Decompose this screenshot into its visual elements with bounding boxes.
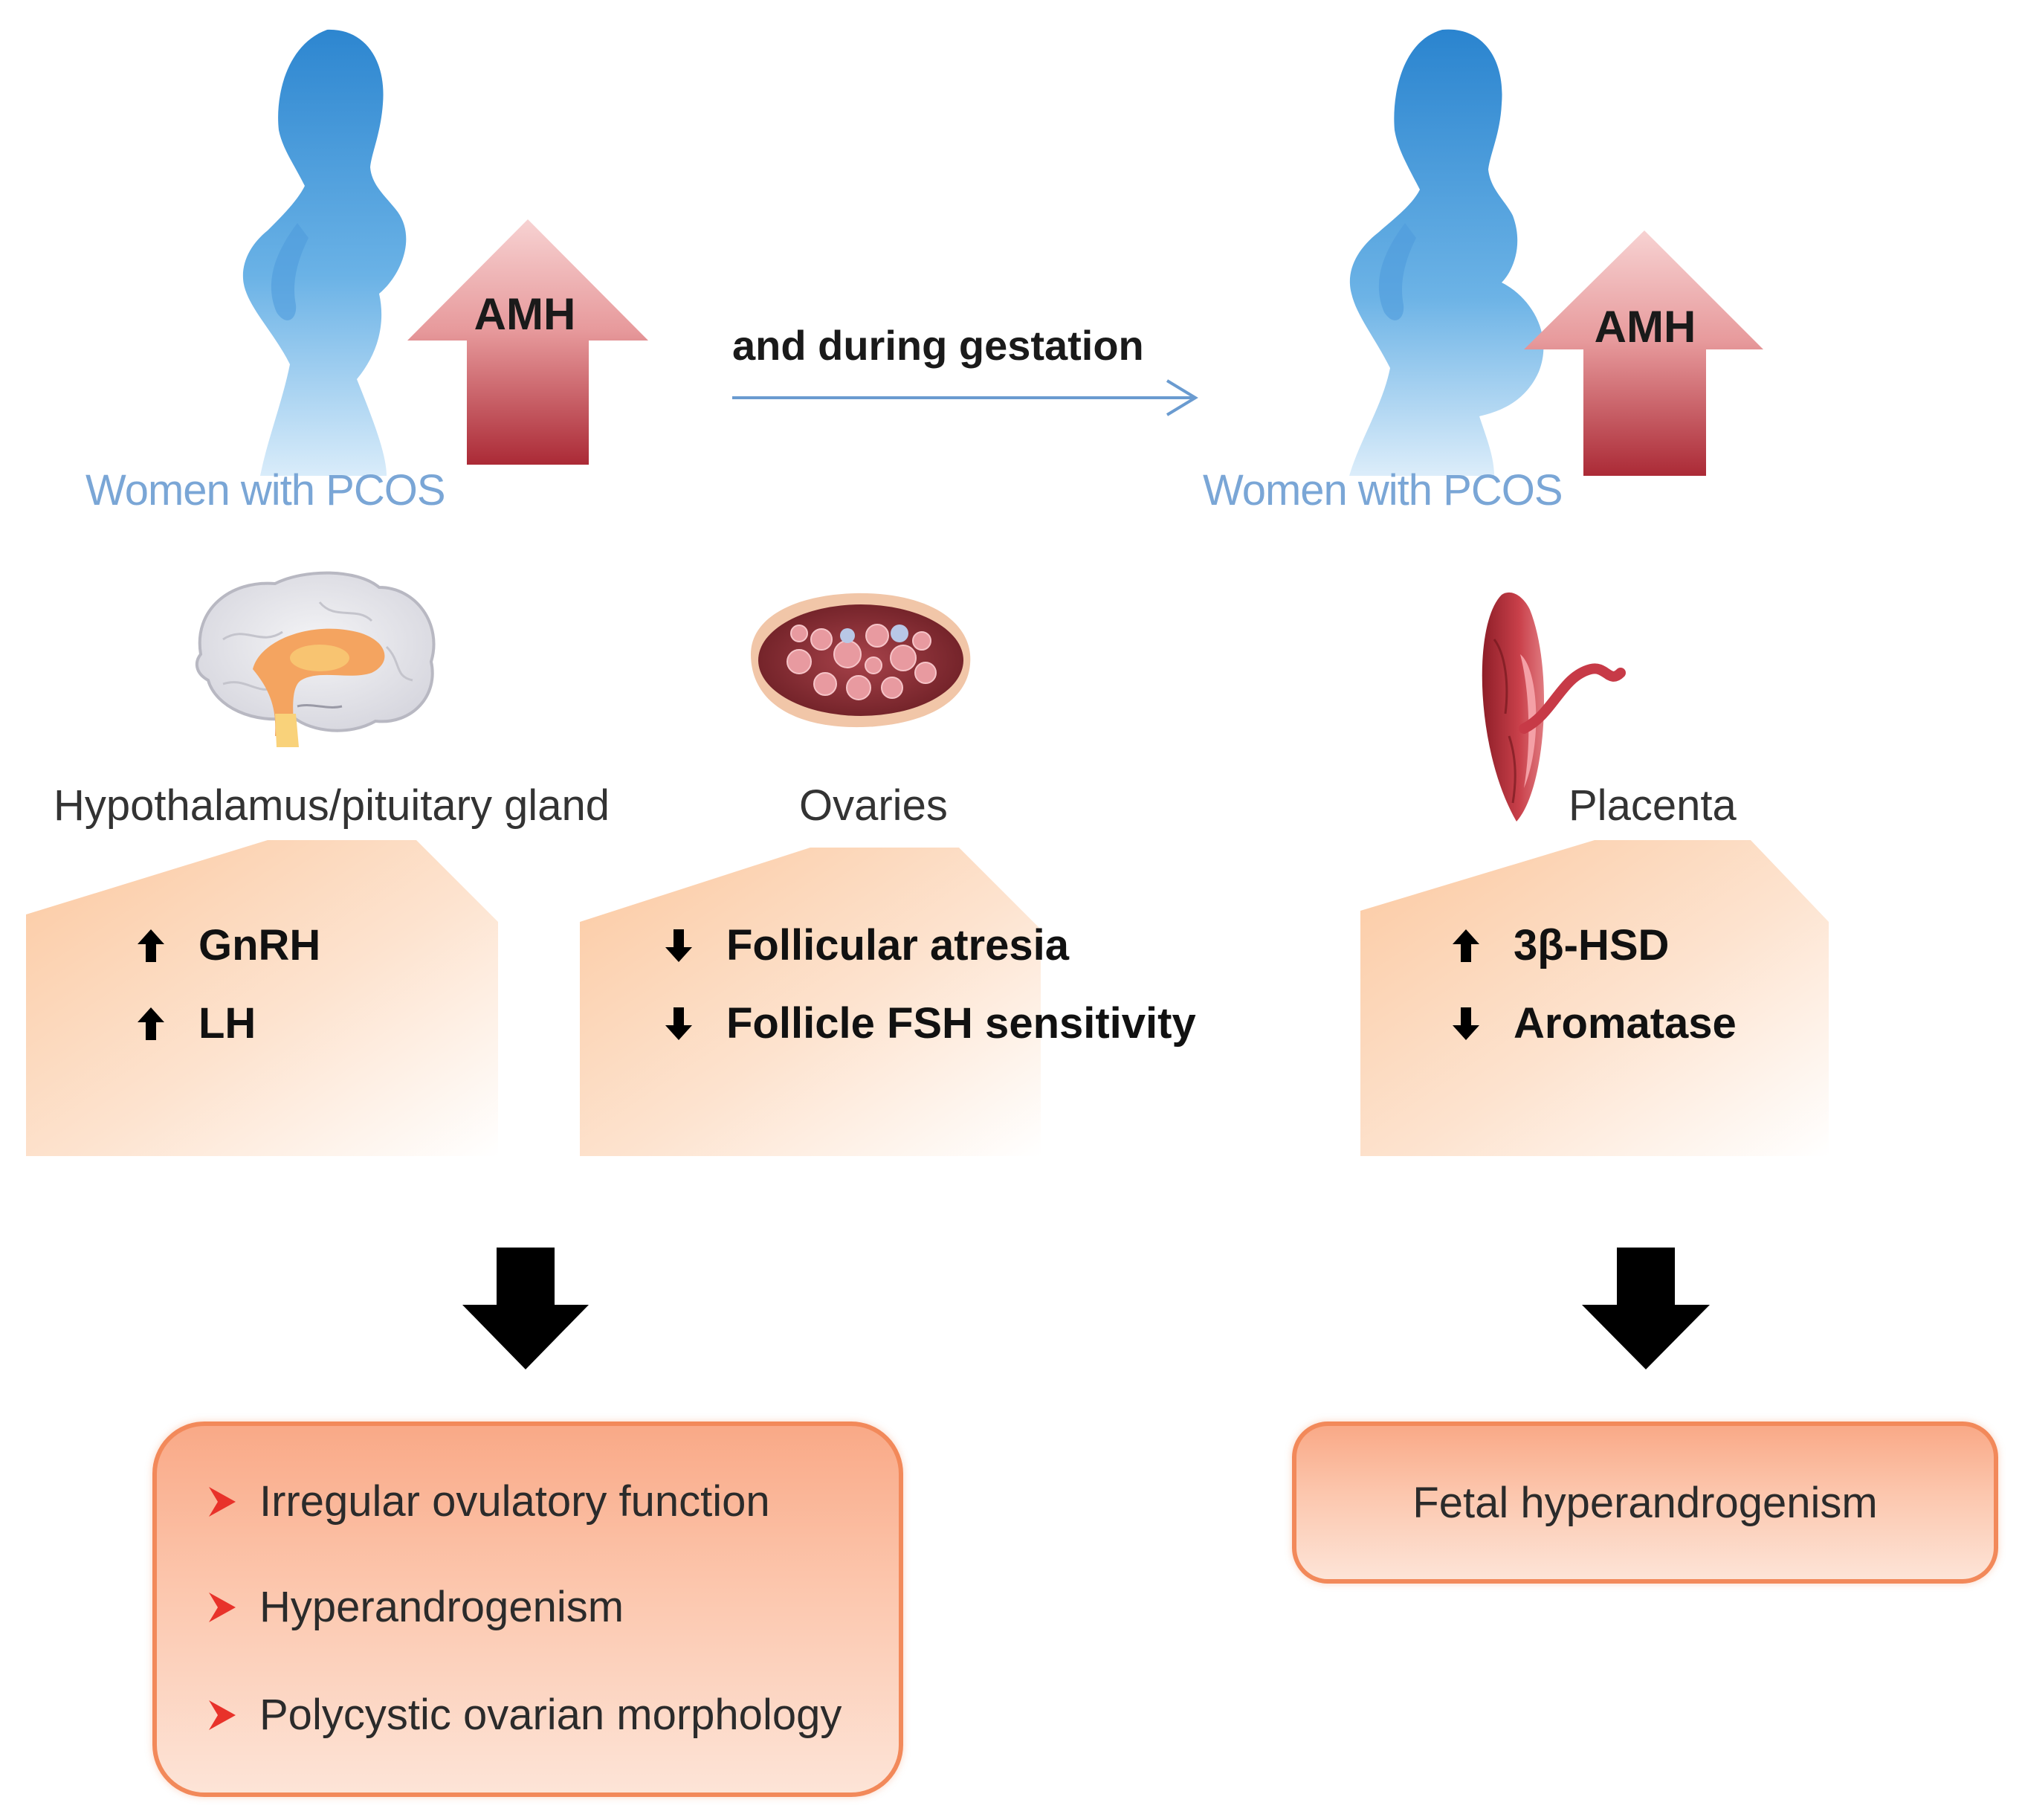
transition-arrow	[732, 379, 1198, 416]
outcome-item: Hyperandrogenism	[207, 1582, 624, 1632]
outcome-text: Hyperandrogenism	[259, 1583, 624, 1631]
pregnant-woman-silhouette-icon	[1349, 29, 1544, 477]
arrow-up-icon	[136, 928, 166, 964]
effect-panel	[26, 840, 498, 1156]
amh-increase-arrow	[407, 219, 648, 465]
effect-text: Follicular atresia	[726, 921, 1069, 969]
arrowhead-bullet-icon	[207, 1591, 237, 1624]
placenta-icon	[1482, 592, 1626, 822]
effect-panel	[1360, 840, 1829, 1156]
effect-row: Aromatase	[1451, 998, 1737, 1048]
big-down-arrow	[1582, 1248, 1710, 1369]
effect-row: Follicular atresia	[664, 920, 1069, 970]
big-down-arrow	[462, 1248, 589, 1369]
outcome-item: Polycystic ovarian morphology	[207, 1690, 842, 1740]
effect-panel	[580, 848, 1041, 1156]
organ-label-ovaries: Ovaries	[799, 781, 948, 830]
arrow-up-icon	[1451, 928, 1481, 964]
effect-row: 3β-HSD	[1451, 920, 1669, 970]
outcome-box-right: Fetal hyperandrogenism	[1292, 1422, 1998, 1584]
arrowhead-bullet-icon	[207, 1699, 237, 1732]
effect-text: Follicle FSH sensitivity	[726, 999, 1196, 1048]
outcome-box-left: Irregular ovulatory function Hyperandrog…	[152, 1422, 903, 1797]
amh-label: AMH	[1594, 302, 1696, 352]
group-label-pcos: Women with PCOS	[85, 466, 446, 514]
effect-row: Follicle FSH sensitivity	[664, 998, 1196, 1048]
effect-text: 3β-HSD	[1514, 921, 1670, 969]
arrow-down-icon	[1451, 1006, 1481, 1042]
organ-label-hypothalamus: Hypothalamus/pituitary gland	[54, 781, 610, 830]
effect-text: GnRH	[198, 921, 321, 969]
arrow-up-icon	[136, 1006, 166, 1042]
arrowhead-bullet-icon	[207, 1485, 237, 1518]
group-label-pcos-pregnant: Women with PCOS	[1203, 466, 1563, 514]
transition-label: and during gestation	[732, 322, 1144, 369]
amh-label: AMH	[474, 289, 576, 339]
outcome-text: Fetal hyperandrogenism	[1412, 1479, 1878, 1527]
arrow-down-icon	[664, 928, 694, 964]
outcome-text: Irregular ovulatory function	[259, 1477, 770, 1526]
ovary-icon	[751, 593, 971, 728]
brain-icon	[195, 571, 436, 747]
effect-row: LH	[136, 998, 256, 1048]
organ-label-placenta: Placenta	[1569, 781, 1737, 830]
effect-text: Aromatase	[1514, 999, 1737, 1048]
arrow-down-icon	[664, 1006, 694, 1042]
woman-silhouette-icon	[242, 29, 407, 476]
outcome-text: Polycystic ovarian morphology	[259, 1691, 842, 1739]
effect-text: LH	[198, 999, 256, 1048]
effect-row: GnRH	[136, 920, 320, 970]
outcome-item: Irregular ovulatory function	[207, 1477, 770, 1526]
amh-increase-arrow	[1524, 230, 1763, 476]
